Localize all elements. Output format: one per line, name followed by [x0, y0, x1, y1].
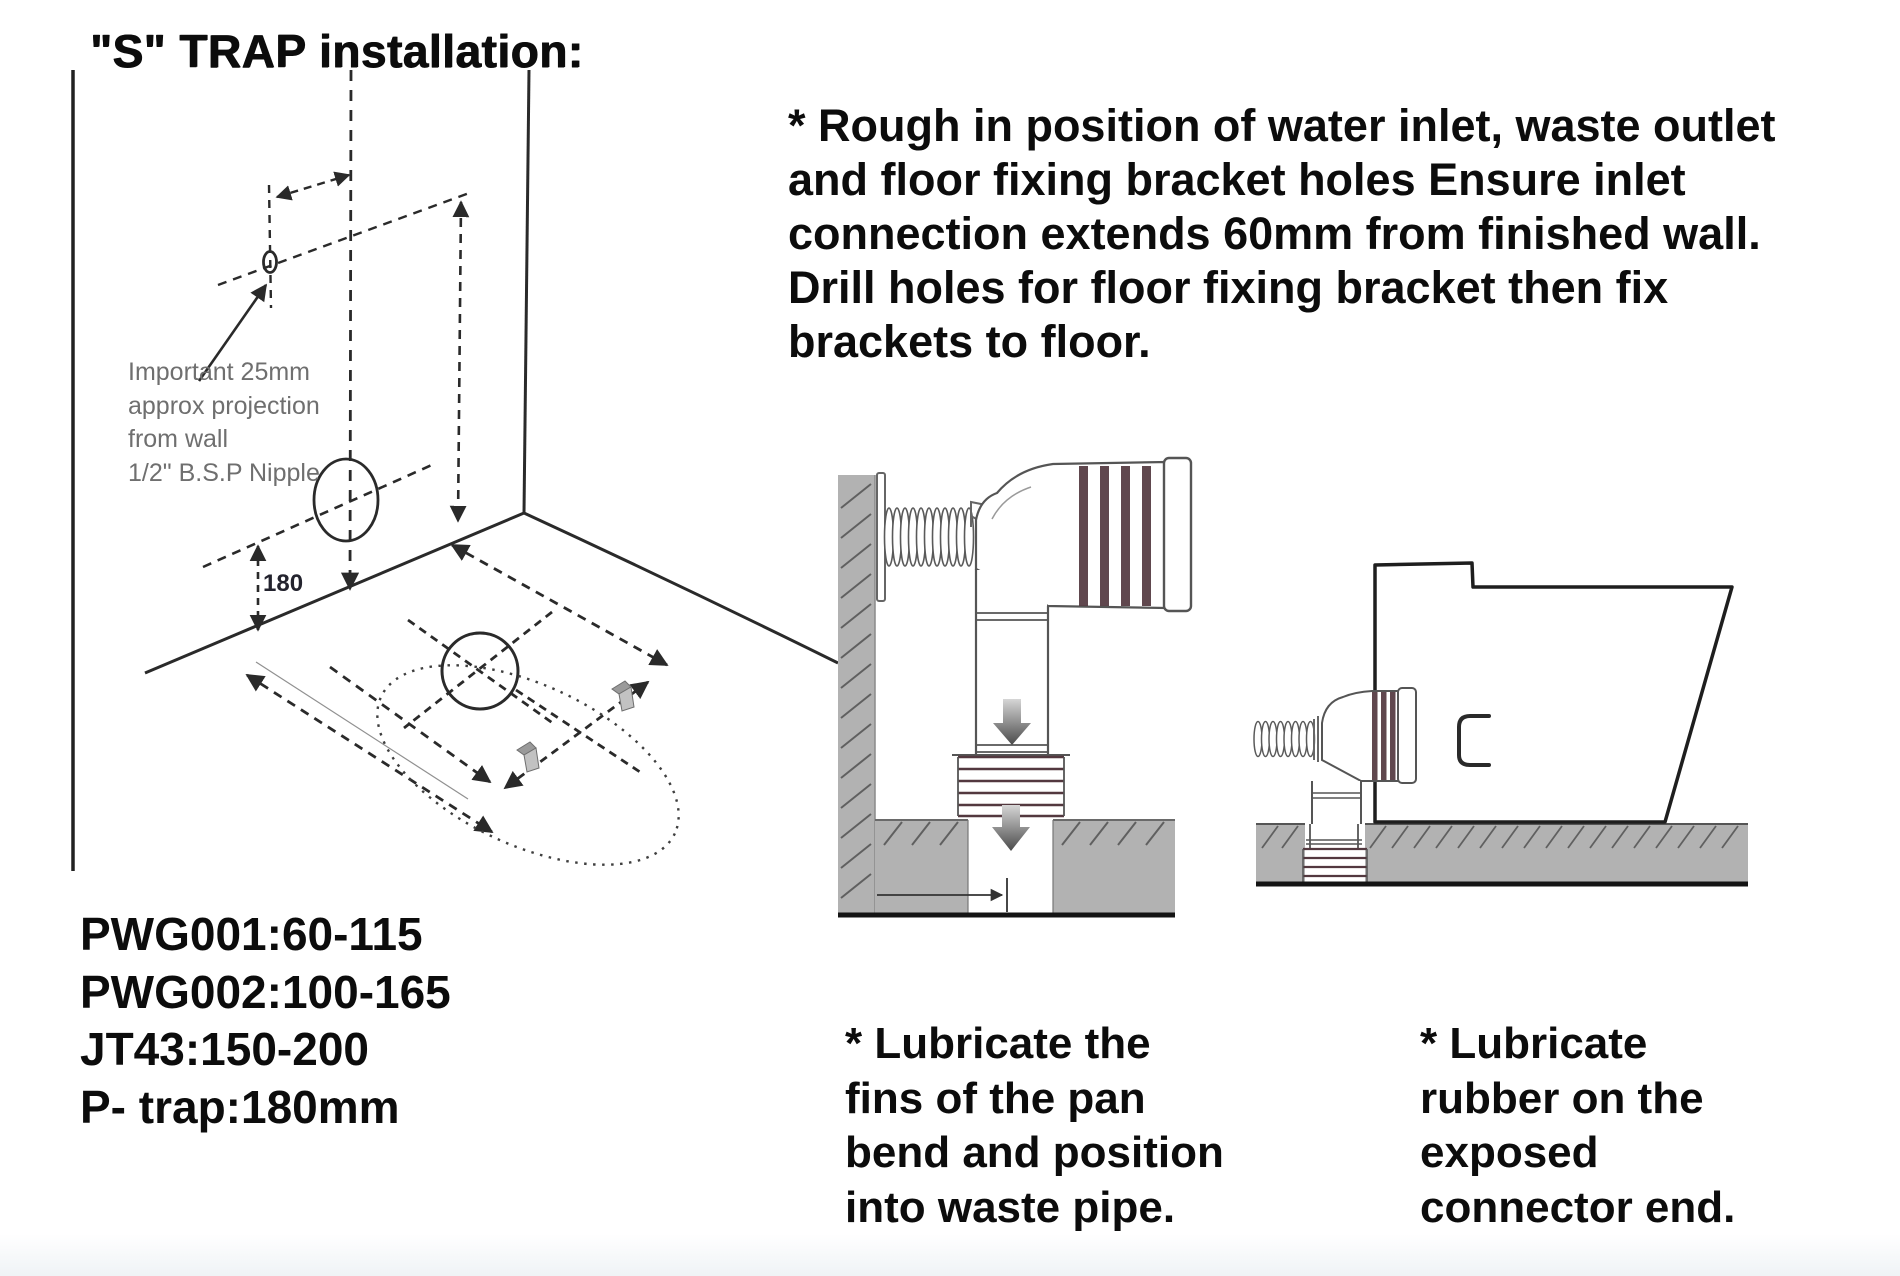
inlet-height-dimension [449, 200, 470, 523]
model-line: JT43:150-200 [80, 1023, 369, 1075]
elbow-fins [1372, 692, 1396, 780]
nipple-level-line [202, 462, 435, 569]
scan-edge-shadow [0, 1234, 1900, 1276]
connector-caption: * Lubricate rubber on the exposed connec… [1420, 1017, 1735, 1235]
annotation-line: from wall [128, 425, 229, 453]
model-line: PWG002:100-165 [80, 965, 451, 1018]
floor-junction-left [144, 511, 525, 675]
toilet-pan-outline [1373, 561, 1734, 824]
pan-position-diagram [1253, 561, 1748, 887]
caption-line: fins of the pan [845, 1073, 1146, 1123]
rough-in-diagram [71, 69, 839, 871]
instruction-line: Drill holes for floor fixing bracket the… [788, 262, 1669, 313]
elbow-end-cap [1162, 456, 1193, 613]
floor [1053, 820, 1175, 915]
floor-dimension-right [450, 543, 669, 667]
offset-dimension [275, 171, 351, 201]
floor-fixing-bracket [611, 680, 635, 712]
pipe-joints [976, 612, 1048, 753]
elbow-end-cap [1397, 687, 1417, 784]
page-title: "S" TRAP installation: [90, 25, 584, 77]
pipe-below-floor [1309, 824, 1359, 849]
pipe-fill [1312, 781, 1361, 824]
elbow-inner-curve [991, 486, 1032, 520]
waste-pipe-hole [1305, 824, 1365, 884]
rough-in-instructions: * Rough in position of water inlet, wast… [788, 99, 1776, 369]
floor-dimension-left [245, 673, 494, 834]
dimension-180-label: 180 [263, 570, 304, 597]
instruction-line: * Rough in position of water inlet, wast… [788, 100, 1776, 151]
elbow-fins [1079, 466, 1151, 606]
seal-fins [1303, 847, 1367, 886]
caption-line: bend and position [845, 1128, 1224, 1177]
annotation-line: 1/2" B.S.P Nipple [128, 458, 320, 487]
seal-sides [957, 757, 1065, 816]
corrugated-hose [1253, 720, 1316, 758]
push-down-arrow [993, 699, 1031, 745]
model-line: PWG001:60-115 [80, 908, 423, 960]
seal-sides [1302, 849, 1368, 884]
model-line: P- trap:180mm [80, 1080, 400, 1133]
wall-corner-line [522, 69, 531, 514]
instruction-line: and floor fixing bracket holes Ensure in… [788, 154, 1686, 205]
caption-line: exposed [1420, 1128, 1599, 1177]
floor-guide-line [255, 661, 469, 800]
wall-centerline [340, 69, 360, 591]
waste-pipe-hole-edges [967, 820, 1054, 915]
annotation-line: Important 25mm [128, 358, 311, 386]
floor-dimension-short [329, 665, 492, 784]
pan-outline-ellipse [376, 664, 680, 866]
caption-line: * Lubricate the [845, 1019, 1151, 1068]
caption-line: connector end. [1420, 1182, 1736, 1232]
pan-bend-elbow [1321, 690, 1400, 782]
annotation-line: approx projection [128, 391, 320, 420]
floor-fixing-bracket [516, 741, 540, 773]
nipple-annotation: Important 25mm approx projection from wa… [128, 356, 320, 490]
pipe-ring [1306, 839, 1362, 845]
floor-hatching [883, 821, 1165, 846]
model-dimension-list: PWG001:60-115 PWG002:100-165 JT43:150-20… [80, 906, 451, 1136]
pipe-joints [1312, 792, 1361, 799]
inlet-level-line [217, 190, 473, 287]
vertical-pipe [1311, 781, 1362, 824]
waste-crosshair [407, 618, 555, 726]
floor-junction-right [523, 511, 839, 665]
caption-line: * Lubricate [1420, 1019, 1648, 1068]
pan-bend-caption: * Lubricate the fins of the pan bend and… [845, 1017, 1224, 1235]
annotation-leader-arrow [197, 283, 268, 382]
inlet-centerline [267, 184, 273, 309]
instruction-line: connection extends 60mm from finished wa… [788, 208, 1761, 259]
seal-fins [958, 755, 1064, 818]
wall-hatching [840, 483, 872, 899]
floor-hatching [1261, 825, 1739, 849]
instruction-line: brackets to floor. [788, 316, 1151, 367]
push-down-arrow [992, 805, 1030, 851]
caption-line: into waste pipe. [845, 1182, 1176, 1232]
water-inlet-point [262, 250, 278, 274]
corrugated-hose [883, 507, 975, 567]
vertical-pipe [974, 569, 1050, 756]
caption-line: rubber on the [1420, 1073, 1704, 1123]
bsp-nipple-circle [312, 457, 380, 543]
hose-clip [1313, 716, 1319, 762]
pan-fixing-slot [1457, 714, 1491, 767]
pan-bend-diagram [838, 456, 1193, 918]
